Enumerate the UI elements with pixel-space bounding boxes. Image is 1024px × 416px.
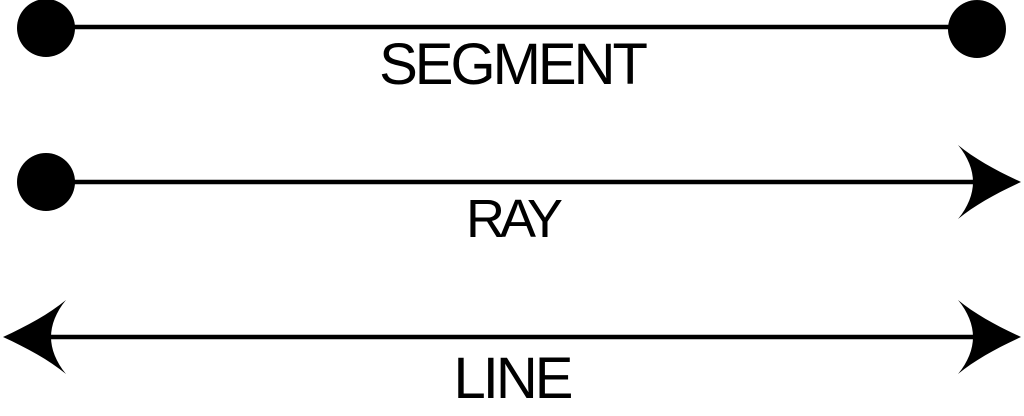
ray-row — [17, 145, 1021, 219]
segment-right-endpoint-dot — [948, 0, 1006, 58]
segment-label: SEGMENT — [379, 32, 648, 97]
ray-label: RAY — [465, 189, 563, 249]
line-label: LINE — [453, 346, 574, 411]
ray-endpoint-dot — [17, 153, 75, 211]
segment-row — [17, 0, 1006, 58]
line-row — [3, 300, 1021, 374]
segment-left-endpoint-dot — [17, 0, 75, 57]
